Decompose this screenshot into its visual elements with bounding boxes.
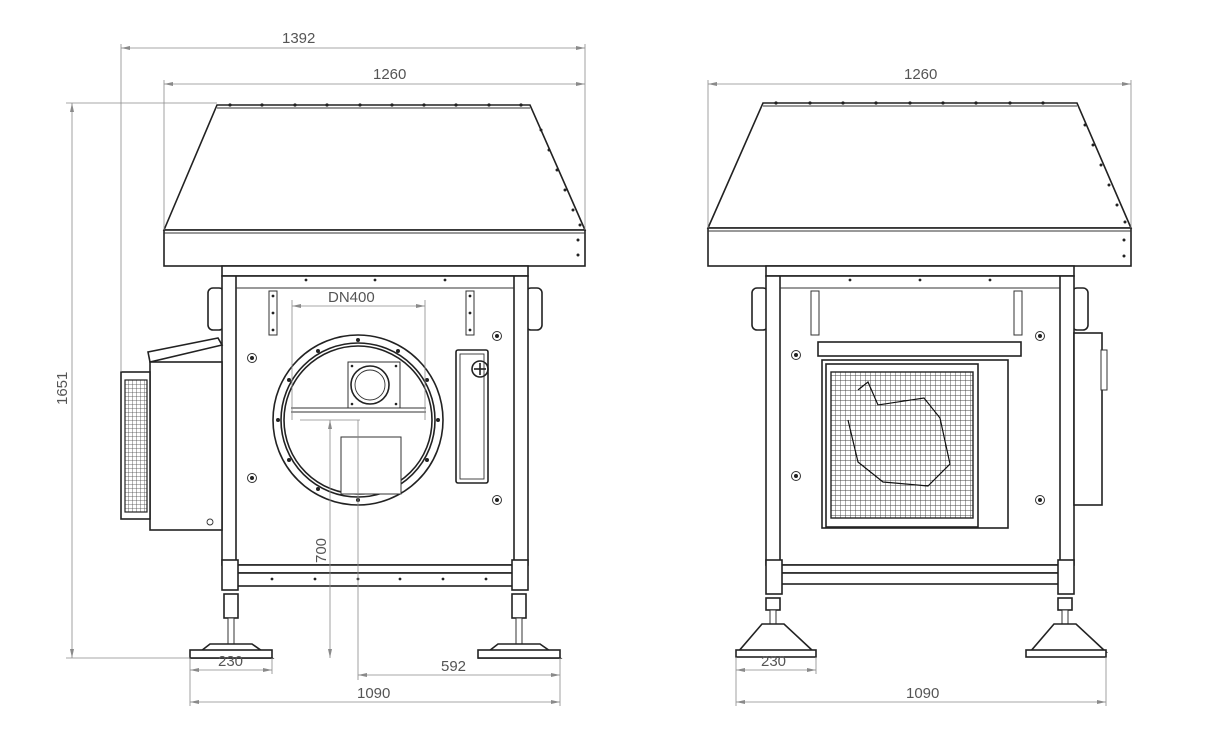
lifting-slots — [268, 290, 475, 336]
grille-shelf — [817, 341, 1022, 357]
front-hood — [162, 103, 587, 267]
side-view — [706, 101, 1133, 658]
side-dimensions: 1260 230 1090 — [707, 66, 1132, 706]
front-view — [120, 103, 587, 659]
dim-foot-width-front: 230 — [218, 653, 243, 670]
dim-duct-offset: 592 — [441, 658, 466, 675]
dim-foot-span-front: 1090 — [357, 685, 390, 702]
panel-fasteners — [247, 331, 502, 505]
dim-width-overall: 1392 — [282, 30, 315, 47]
dim-duct-height: 700 — [313, 538, 330, 563]
front-foot-left — [189, 559, 275, 659]
side-foot-right — [1025, 559, 1109, 658]
electrical-box — [455, 349, 489, 484]
intake-grille — [821, 359, 1009, 529]
side-fan-housing — [1073, 332, 1108, 506]
dim-foot-width-side: 230 — [761, 653, 786, 670]
dim-width-hood-front: 1260 — [373, 66, 406, 83]
side-foot-left — [735, 559, 817, 658]
side-hood — [706, 101, 1133, 267]
front-top-rail — [221, 265, 529, 277]
front-dimensions: 1392 1260 1651 DN400 700 230 — [54, 30, 586, 706]
dim-foot-span-side: 1090 — [906, 685, 939, 702]
left-side-louvre — [120, 337, 224, 531]
dim-duct-diameter: DN400 — [328, 289, 375, 306]
dim-width-hood-side: 1260 — [904, 66, 937, 83]
front-foot-right — [477, 559, 563, 659]
dim-height-overall: 1651 — [54, 372, 71, 405]
front-base-rail — [235, 564, 515, 587]
side-top-rail — [765, 265, 1075, 277]
side-base-rail — [779, 564, 1061, 585]
